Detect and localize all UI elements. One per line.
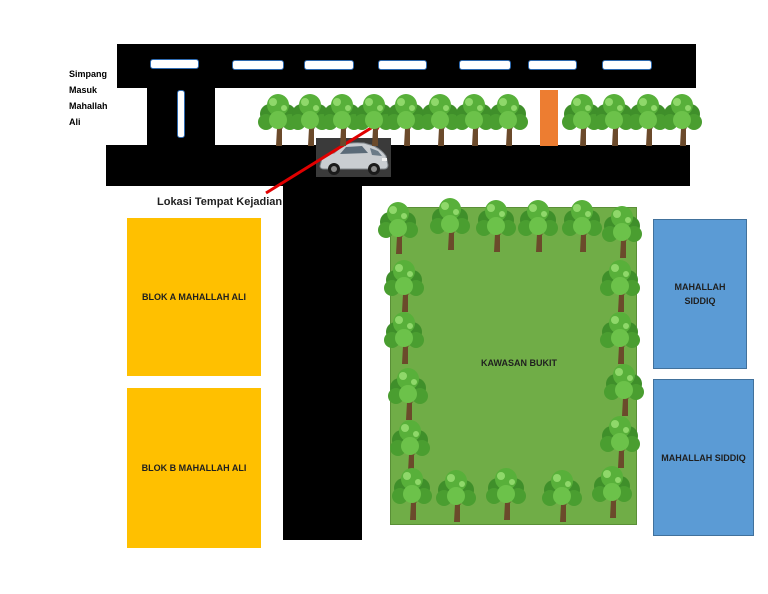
junction-label-line: Masuk	[69, 85, 98, 95]
tree-icon	[540, 468, 584, 522]
tree-icon	[428, 196, 472, 250]
tree-icon	[516, 198, 560, 252]
tree-icon	[434, 468, 478, 522]
tree-icon	[376, 200, 420, 254]
vertical-road	[283, 184, 362, 540]
lane-marking	[232, 60, 284, 70]
tree-icon	[390, 466, 434, 520]
block-a-mahallah-ali: BLOK A MAHALLAH ALI	[127, 218, 261, 376]
tree-icon	[600, 204, 644, 258]
mahallah-siddiq-lower-label: MAHALLAH SIDDIQ	[661, 452, 746, 463]
junction-label-line: Mahallah	[69, 101, 108, 111]
lane-marking	[459, 60, 511, 70]
tree-icon	[386, 366, 430, 420]
tree-icon	[560, 198, 604, 252]
lower-road	[106, 145, 690, 186]
lane-marking	[602, 60, 652, 70]
orange-post-marker	[540, 90, 558, 146]
tree-icon	[660, 92, 704, 146]
top-road	[117, 44, 696, 88]
junction-label: Simpang Masuk Mahallah Ali	[69, 66, 129, 130]
tree-icon	[602, 362, 646, 416]
tree-icon	[598, 310, 642, 364]
lane-marking	[177, 90, 185, 138]
lane-marking	[378, 60, 427, 70]
tree-icon	[598, 258, 642, 312]
tree-icon	[388, 418, 432, 472]
tree-icon	[382, 258, 426, 312]
tree-icon	[474, 198, 518, 252]
junction-label-line: Ali	[69, 117, 81, 127]
tree-icon	[484, 466, 528, 520]
mahallah-siddiq-upper-label: MAHALLAH SIDDIQ	[674, 282, 726, 306]
junction-road	[147, 86, 215, 148]
tree-icon	[486, 92, 530, 146]
tree-icon	[598, 414, 642, 468]
lane-marking	[528, 60, 577, 70]
junction-label-line: Simpang	[69, 69, 108, 79]
incident-location-label: Lokasi Tempat Kejadian	[157, 196, 283, 208]
mahallah-siddiq-upper: MAHALLAH SIDDIQ	[653, 219, 747, 369]
lane-marking	[150, 59, 199, 69]
lane-marking	[304, 60, 354, 70]
mahallah-siddiq-lower: MAHALLAH SIDDIQ	[653, 379, 754, 536]
car-icon	[316, 138, 391, 177]
tree-icon	[590, 464, 634, 518]
block-b-mahallah-ali: BLOK B MAHALLAH ALI	[127, 388, 261, 548]
tree-icon	[382, 310, 426, 364]
hill-area-label: KAWASAN BUKIT	[481, 358, 557, 368]
